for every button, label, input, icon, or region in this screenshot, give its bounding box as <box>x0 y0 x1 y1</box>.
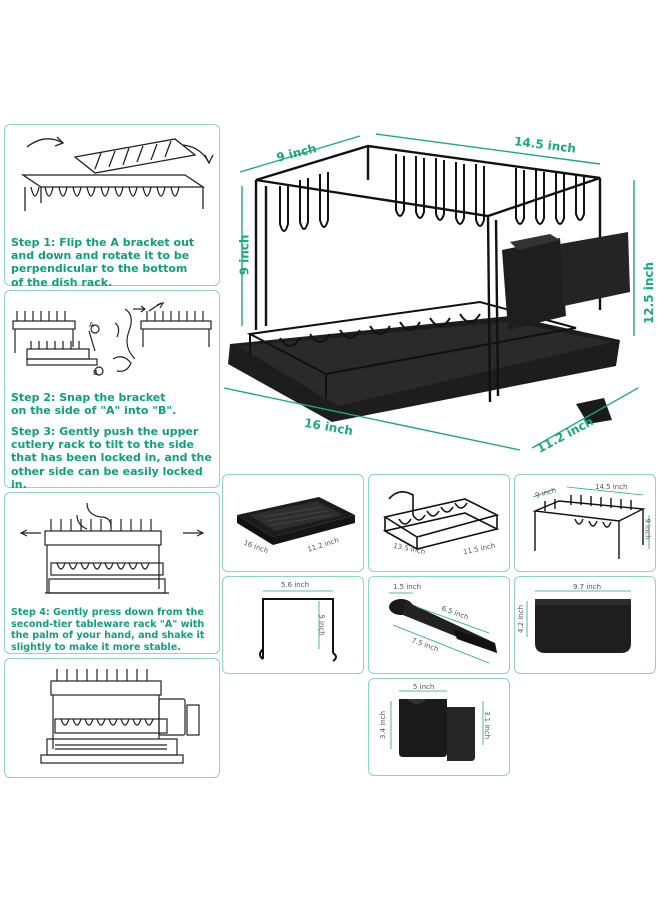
step1-text: Step 1: Flip the A bracket out and down … <box>11 236 194 289</box>
step3-line: Step 3: Gently push the upper <box>11 425 199 438</box>
part-lower-rack-panel: 13.5 inch 11.5 inch <box>368 474 510 572</box>
step3-line: that has been locked in, and the <box>11 451 212 465</box>
step1-line: of the dish rack. <box>11 275 113 289</box>
step3-text: Step 3: Gently push the upper cutlery ra… <box>11 425 219 491</box>
part-bracket-panel: 5.6 inch 5 inch <box>222 576 364 674</box>
part-spout-panel: 1.5 inch 6.5 inch 7.5 inch <box>368 576 510 674</box>
knife-block-width: 5 inch <box>413 683 435 691</box>
step2-line: Step 2: Snap the bracket <box>11 391 166 404</box>
bracket-height: 5 inch <box>317 614 326 636</box>
utensil-cup-image <box>526 590 631 653</box>
upper-rack-width: 14.5 inch <box>595 483 628 491</box>
step3-line: other side can be easily locked in. <box>11 464 203 491</box>
step4-line: the palm of your hand, and shake it <box>11 630 205 641</box>
press-down-illustration <box>19 502 205 594</box>
knife-block-image <box>390 690 484 761</box>
step4-panel: Step 4: Gently press down from the secon… <box>4 492 220 654</box>
marker-b: B <box>93 369 98 377</box>
drain-tray-image <box>237 497 355 545</box>
step1-line: perpendicular to the bottom <box>11 262 188 276</box>
marker-a: A <box>89 321 94 329</box>
spout-width: 1.5 inch <box>393 583 422 591</box>
rack-flip-illustration <box>20 136 214 211</box>
utensil-cup-height: 4.2 inch <box>517 604 526 634</box>
dim-height-right: 12.5 inch <box>642 261 657 325</box>
utensil-cup <box>560 232 630 306</box>
step3-line: cutlery rack to tilt to the side <box>11 438 194 452</box>
knife-block <box>502 238 566 330</box>
plate-holders <box>279 154 585 232</box>
step4-line: slightly to make it more stable. <box>11 641 181 653</box>
drainboard-surface <box>238 322 612 406</box>
assembled-panel <box>4 658 220 778</box>
assembled-rack-illustration <box>40 669 200 764</box>
bracket-snap-illustration: A B <box>12 301 212 377</box>
utensil-cup-width: 9.7 inch <box>573 583 602 591</box>
bracket-image <box>259 590 337 662</box>
knife-block-height-left: 3.4 inch <box>379 710 388 740</box>
step2-text: Step 2: Snap the bracket on the side of … <box>11 391 176 417</box>
part-knife-block-panel: 5 inch 3.4 inch 3.1 inch <box>368 678 510 776</box>
step4-line: second-tier tableware rack "A" with <box>11 618 205 630</box>
step1-panel: Step 1: Flip the A bracket out and down … <box>4 124 220 289</box>
step2-3-panel: A B Step 2: Snap the bracket on the side… <box>4 290 220 491</box>
upper-rack-image <box>532 486 650 559</box>
step4-line: Step 4: Gently press down from the <box>11 607 204 618</box>
main-dish-rack-illustration <box>223 133 639 451</box>
step4-text: Step 4: Gently press down from the secon… <box>11 607 204 653</box>
dimension-lines <box>223 133 639 451</box>
knife-block-height-right: 3.1 inch <box>483 710 492 740</box>
lower-rack-image <box>382 491 500 550</box>
lower-rack <box>246 300 577 398</box>
knife-block-top <box>510 234 560 250</box>
part-upper-rack-panel: 9 inch 14.5 inch 9 inch <box>514 474 656 572</box>
part-tray-panel: 16 inch 11.2 inch <box>222 474 364 572</box>
upper-rack-height: 9 inch <box>643 518 652 540</box>
step1-line: Step 1: Flip the A bracket out <box>11 236 195 249</box>
step2-line: on the side of "A" into "B". <box>11 404 177 418</box>
part-utensil-cup-panel: 9.7 inch 4.2 inch <box>514 576 656 674</box>
bracket-width: 5.6 inch <box>281 581 310 589</box>
dim-height-left: 9 inch <box>237 234 252 276</box>
drain-spout-image <box>389 592 497 664</box>
step1-line: and down and rotate it to be <box>11 249 190 263</box>
